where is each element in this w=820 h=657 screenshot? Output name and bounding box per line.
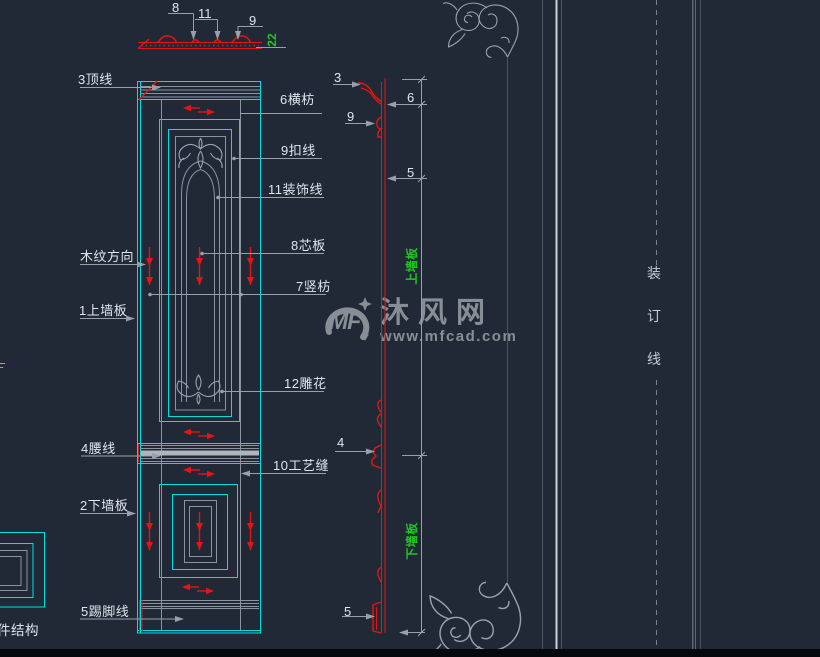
dim-label-22: 22 <box>265 33 279 47</box>
label-upper-wall-panel: 1上墙板 <box>79 303 128 318</box>
binding-line-label: 装 订 线 <box>647 266 661 366</box>
binding-char-1: 装 <box>647 265 661 281</box>
label-craft-seam: 10工艺缝 <box>273 458 329 473</box>
binding-char-2: 订 <box>647 308 661 324</box>
section-upper-board-label: 上墙板 <box>405 247 419 285</box>
flourish-top <box>442 2 519 59</box>
carving-ornament-bottom-icon <box>176 374 221 405</box>
watermark-logo-text: MF <box>329 308 361 334</box>
section-lower-board-label: 下墙板 <box>405 522 419 560</box>
label-waist-line: 4腰线 <box>81 441 116 456</box>
section-label-3: 3 <box>334 70 342 85</box>
label-core-board: 8芯板 <box>291 238 326 253</box>
section-dim-5: 5 <box>407 165 415 180</box>
left-edge-mark <box>0 363 5 368</box>
section-label-5b: 5 <box>344 604 352 619</box>
section-label-4: 4 <box>337 435 345 450</box>
watermark-site-name: 沐风网 <box>380 296 495 329</box>
section-dim-6: 6 <box>407 90 415 105</box>
label-carving: 12雕花 <box>284 376 327 391</box>
label-skirting-line: 5踢脚线 <box>81 604 130 619</box>
label-stile: 7竖枋 <box>296 279 331 294</box>
right-border-lines <box>542 0 701 649</box>
label-top-line: 3顶线 <box>78 72 113 87</box>
top-profile-detail <box>137 13 286 50</box>
dim-label-9: 9 <box>249 13 257 28</box>
bottom-bar <box>0 649 820 657</box>
watermark: MF 沐风网 www.mfcad.com <box>318 295 517 347</box>
section-label-9: 9 <box>347 109 355 124</box>
label-clasp-line: 9扣线 <box>281 143 316 158</box>
dim-label-8: 8 <box>172 0 180 15</box>
label-grain-direction: 木纹方向 <box>80 249 135 264</box>
label-lower-wall-panel: 2下墙板 <box>80 498 129 513</box>
binding-char-3: 线 <box>647 351 661 367</box>
corner-caption: 件结构 <box>0 623 39 638</box>
elevation-view <box>137 80 261 634</box>
corner-partial-panel <box>0 532 45 608</box>
dim-label-11: 11 <box>198 6 212 21</box>
mfcad-logo-icon: MF <box>318 295 376 347</box>
flourish-bottom <box>422 581 522 655</box>
label-rail: 6横枋 <box>280 92 315 107</box>
watermark-text: 沐风网 www.mfcad.com <box>380 296 518 345</box>
watermark-site-url: www.mfcad.com <box>380 327 518 345</box>
carving-ornament-top-icon <box>178 137 223 170</box>
label-deco-line: 11装饰线 <box>268 182 323 197</box>
